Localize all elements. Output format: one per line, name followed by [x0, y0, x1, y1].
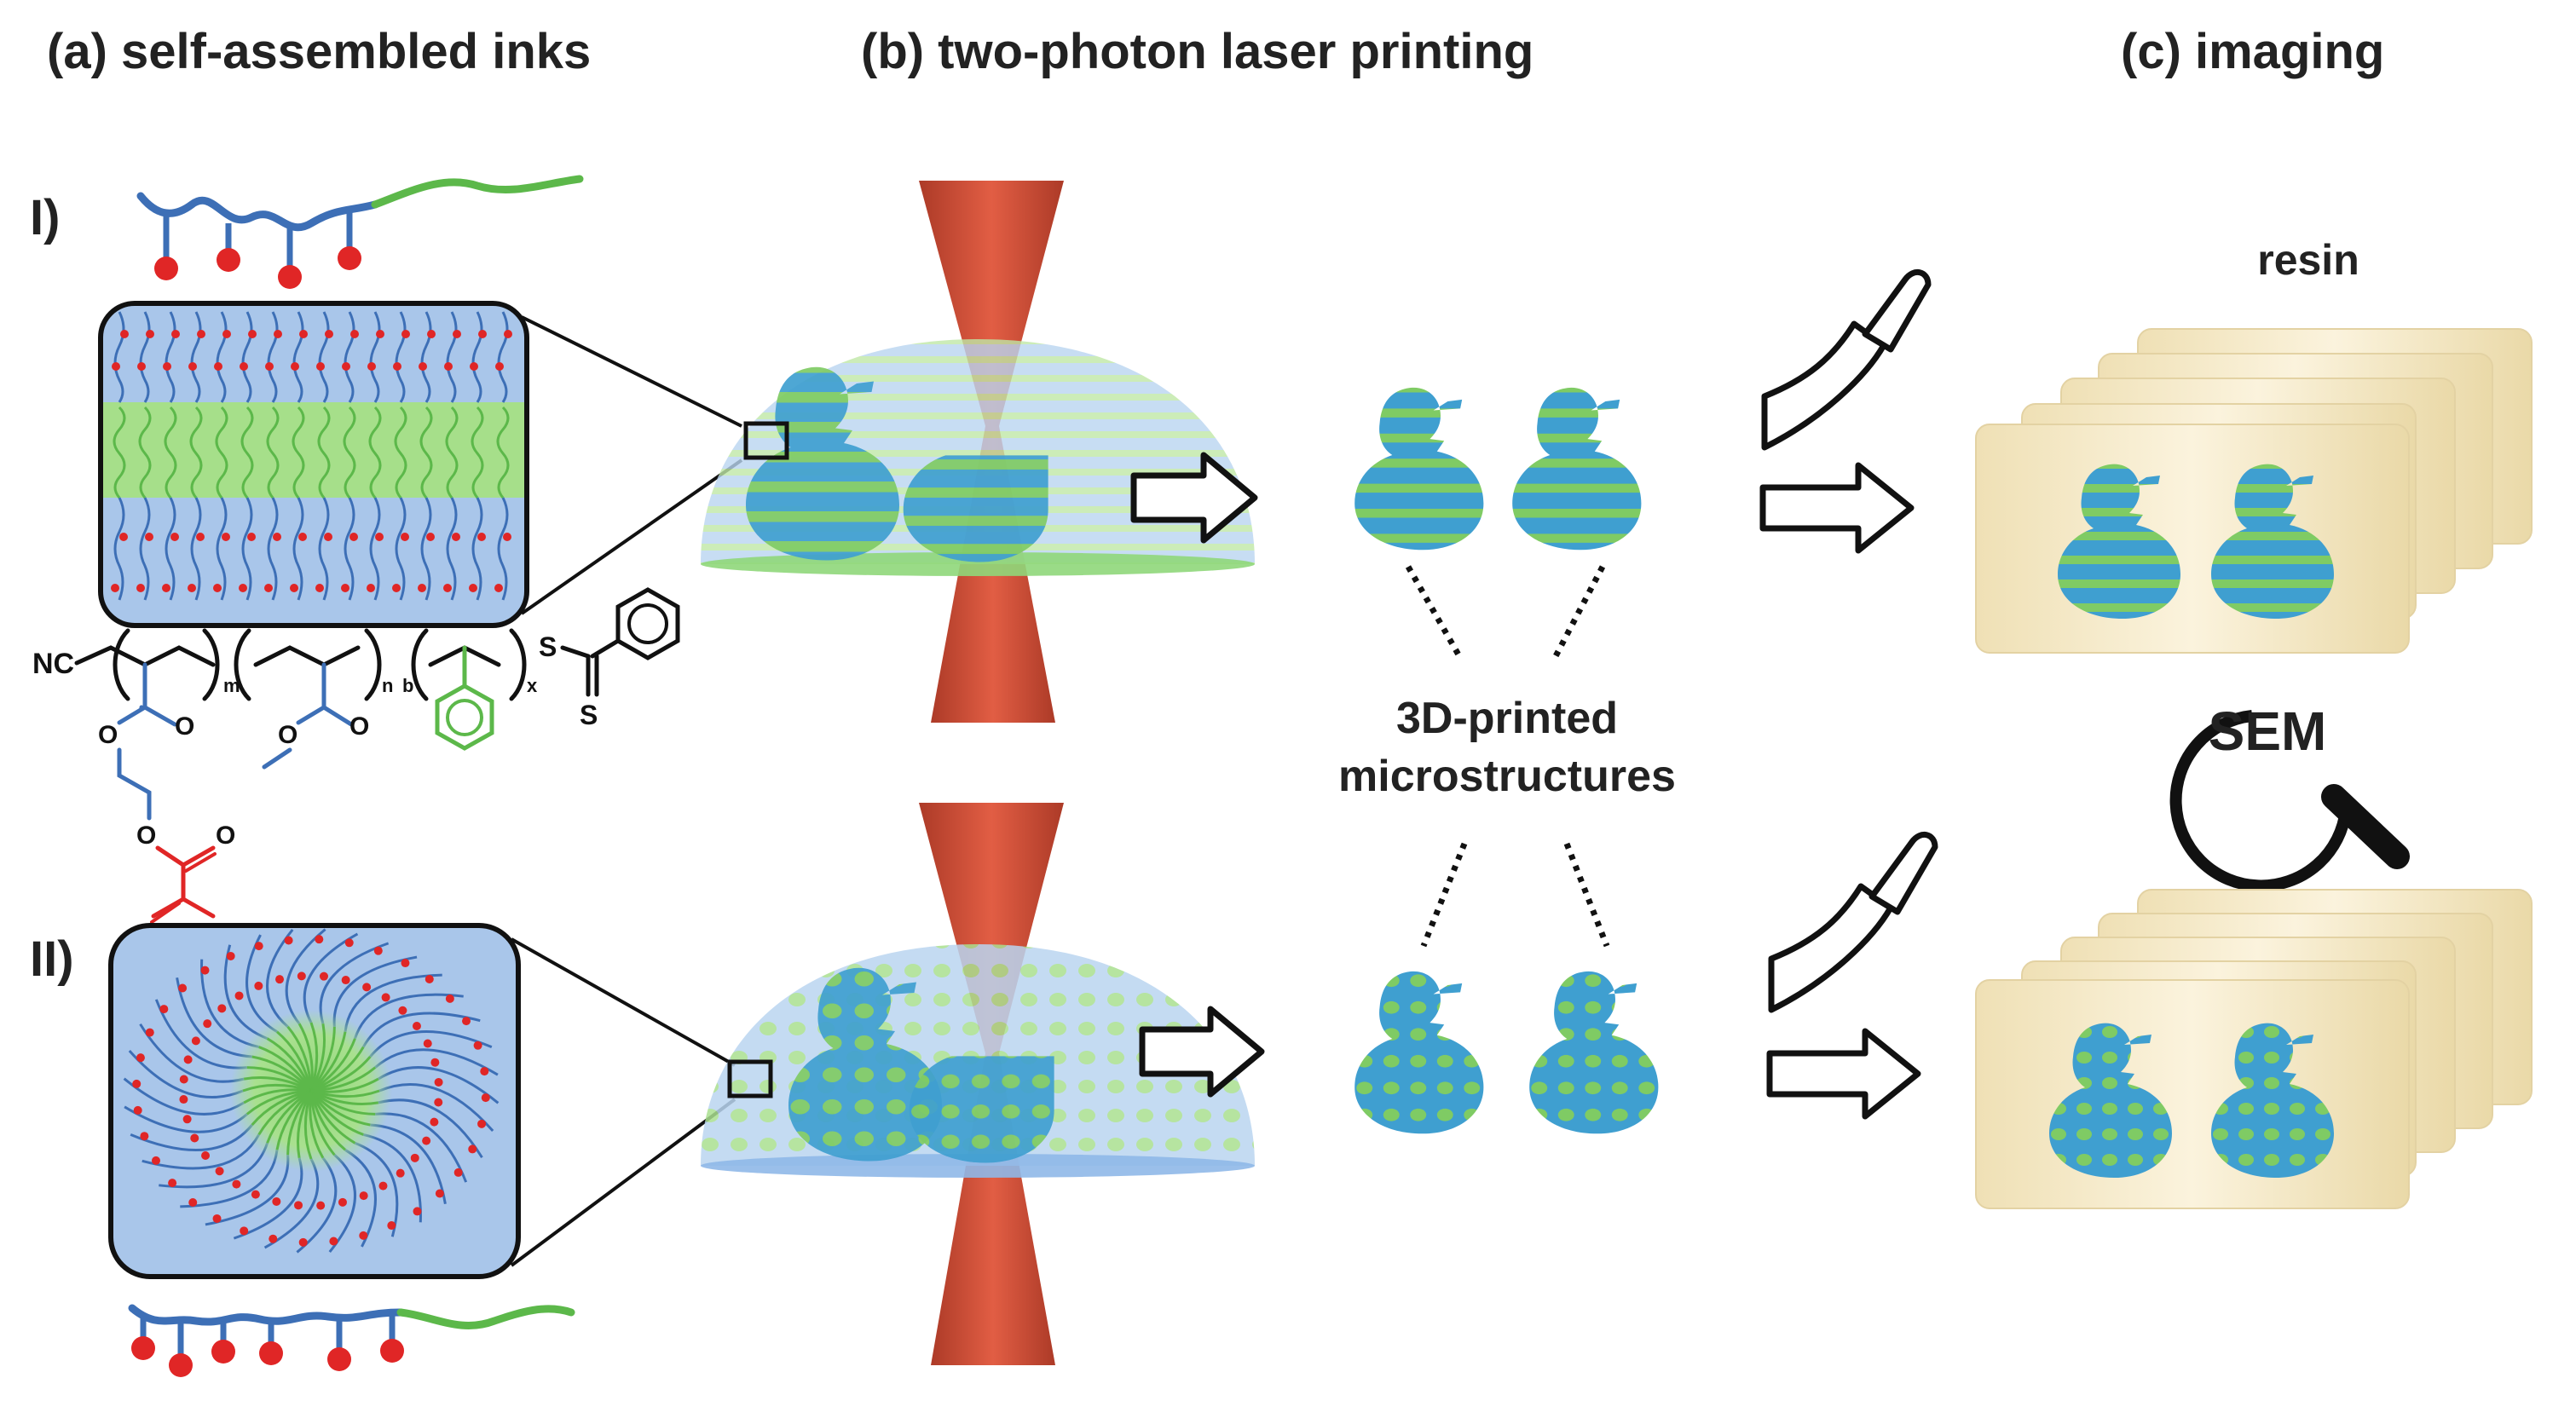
printed-duck-striped-2 [1512, 387, 1642, 551]
laser-beam-bottom [919, 803, 1064, 1365]
resin-dome-bottom [701, 944, 1255, 1178]
resin-slices-bottom [1975, 889, 2533, 1209]
chem-o3: O [136, 822, 156, 850]
printed-duck-dotted-2 [1529, 971, 1659, 1134]
header-b: (b) two-photon laser printing [861, 24, 1533, 79]
chem-sub-b: b [402, 675, 413, 696]
chem-o4: O [216, 822, 235, 850]
sem-label: SEM [2209, 700, 2327, 762]
row-label-I: I) [30, 190, 60, 245]
block-copolymer-cartoon-bottom [128, 1304, 575, 1377]
center-label-line1: 3D-printed [1396, 694, 1618, 743]
arrow-icon [1130, 452, 1921, 1120]
chem-o5: O [349, 712, 369, 741]
chem-s1: S [539, 631, 557, 662]
header-a: (a) self-assembled inks [47, 24, 591, 79]
printed-duck-dotted-1 [1354, 971, 1484, 1134]
zoom-line [521, 315, 742, 428]
chem-o2: O [98, 721, 118, 749]
printed-duck-striped-1 [1354, 387, 1484, 551]
chemical-structure: NC m n b x S S O O O O [32, 587, 680, 924]
chem-sub-n: n [382, 675, 393, 696]
center-label-line2: microstructures [1338, 752, 1676, 801]
knife-icon [1761, 269, 1932, 451]
zoom-line [520, 458, 743, 615]
chem-o1: O [175, 712, 194, 741]
chem-nc: NC [32, 648, 74, 680]
chem-sub-x: x [527, 675, 538, 696]
knife-icon [1768, 832, 1938, 1013]
resin-slices-top [1975, 328, 2533, 654]
chem-s2: S [580, 700, 598, 730]
row-label-II: II) [30, 931, 74, 987]
chem-sub-m: m [223, 675, 240, 696]
zoom-line [510, 1098, 736, 1267]
header-c: (c) imaging [2121, 24, 2384, 79]
zoom-line [511, 937, 736, 1067]
chem-o6: O [278, 721, 297, 749]
micelle-phase-box [108, 923, 521, 1279]
block-copolymer-cartoon-top [136, 175, 584, 289]
resin-dome-top [701, 339, 1255, 576]
resin-label: resin [2257, 236, 2359, 284]
lamellar-phase-box [98, 301, 529, 628]
magnifier-icon [2169, 710, 2410, 892]
